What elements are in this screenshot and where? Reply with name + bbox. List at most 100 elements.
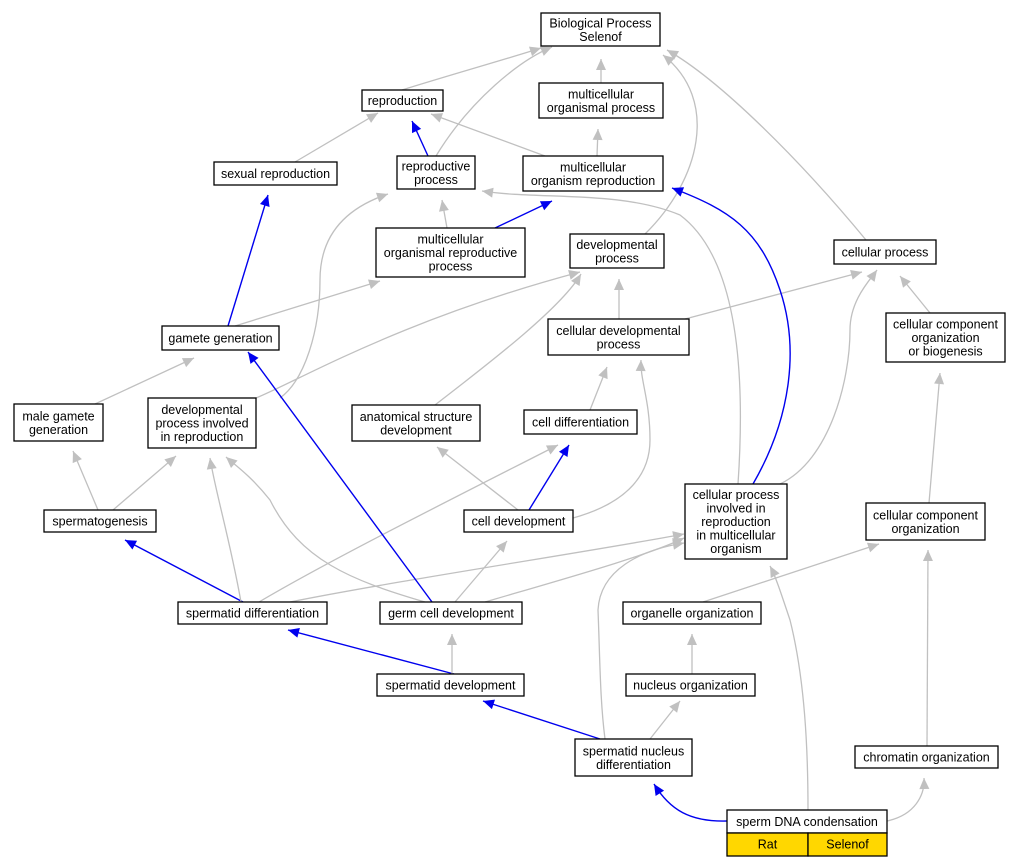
node-label-line: in multicellular [696,529,775,543]
node-sptdiff[interactable]: spermatid differentiation [177,601,328,625]
node-box [379,601,523,625]
arrowhead-sptnuc-to-sptdev [483,699,496,710]
edge-germdev-to-gamgen [247,351,433,603]
arrowhead-sptdev-to-sptdiff [288,627,300,638]
arrowhead-germdev-to-celldev [496,541,507,553]
arrowhead-cco-to-ccob [934,373,945,385]
node-label-line: process [595,251,639,265]
arrowhead-celldevp-to-devproc [614,279,624,290]
arrowhead-repproc-to-repro [412,121,422,134]
node-sexrep[interactable]: sexual reproduction [213,161,338,186]
arrowhead-sptdiff-to-celldiff [545,445,558,455]
arrowhead-morgrepp-to-morgrep [539,201,552,211]
arrowhead-morgrep-to-repro [431,113,444,123]
arrowhead-cellproc-to-bp [667,50,680,60]
arrowhead-sptdiff-to-devinrep [206,458,217,470]
node-label-line: cellular developmental [556,324,680,338]
node-label-line: cellular component [893,318,998,332]
edge-cpinrep-to-morgrep [671,187,791,485]
node-celldiff[interactable]: cell differentiation [523,409,638,435]
node-box [463,509,574,533]
node-label-line: in reproduction [161,430,244,444]
node-box [854,745,999,769]
node-label-line: spermatid development [386,679,516,693]
node-box [361,89,444,112]
node-box [538,82,664,119]
edge-celldev-to-celldiff [528,444,570,511]
node-cellproc[interactable]: cellular process [833,239,937,265]
arrowhead-germdev-to-gamgen [248,352,259,364]
node-nucorg[interactable]: nucleus organization [625,673,756,697]
node-chrom[interactable]: chromatin organization [854,745,999,769]
node-box [885,312,1006,363]
edge-cellproc-to-bp [666,49,867,241]
edge-cco-to-ccob [928,372,941,504]
node-label-line: sexual reproduction [221,167,330,181]
node-celldev[interactable]: cell development [463,509,574,533]
node-label-line: multicellular [568,87,634,101]
arrowhead-sptnuc-to-cpinrep [672,539,684,550]
arrowhead-gamgen-to-morgrepp [368,279,380,290]
edges-layer [72,46,945,822]
node-orgorg[interactable]: organelle organization [622,601,762,625]
arrowhead-celldev-to-celldevp [635,360,646,372]
node-germdev[interactable]: germ cell development [379,601,523,625]
edge-celldevp-to-cellproc [684,271,863,320]
node-label-line: anatomical structure [360,410,473,424]
edge-sptdiff-to-celldiff [258,444,559,603]
node-spermdna[interactable]: sperm DNA condensation [726,809,888,834]
node-label-line: male gamete [22,409,94,423]
node-label-line: nucleus organization [633,679,748,693]
edge-malegam-to-gamgen [94,357,195,405]
node-box [351,404,481,442]
arrowhead-celldev-to-anat [437,447,449,458]
node-label-line: cell differentiation [532,416,629,430]
node-label-line: organism [710,542,761,556]
edge-repro-to-bp [401,47,542,91]
arrowhead-anat-to-devproc [571,274,581,287]
edge-sptdiff-to-cpinrep [289,533,685,603]
edge-morgrep-to-repro [430,113,546,157]
arrowhead-repproc-to-bp [539,46,552,56]
arrowhead-mop-to-bp [596,59,606,70]
node-sptdev[interactable]: spermatid development [376,673,525,697]
node-label-line: process [414,173,458,187]
edge-chrom-to-cco [926,549,929,747]
node-label-line: organism reproduction [531,174,655,188]
legend-species-label: Rat [758,838,778,852]
edge-devinrep-to-repproc [279,193,389,399]
node-label-line: organismal process [547,101,655,115]
node-box [865,502,986,541]
arrowhead-celldiff-to-celldevp [598,367,608,380]
node-label-line: or biogenesis [908,345,982,359]
arrowhead-spermdna-to-sptnuc [654,784,665,796]
edge-celldev-to-anat [436,446,519,511]
arrowhead-spermgen-to-malegam [72,451,82,464]
arrowhead-cpinrep-to-morgrep [672,187,685,197]
edge-gamgen-to-sexrep [227,194,269,327]
node-box [161,325,280,351]
node-repro[interactable]: reproduction [361,89,444,112]
edge-devinrep-to-devproc [255,271,581,399]
node-label-line: spermatogenesis [52,515,147,529]
node-gamgen[interactable]: gamete generation [161,325,280,351]
node-spermgen[interactable]: spermatogenesis [43,509,157,533]
node-label-line: Selenof [579,30,622,44]
edge-anat-to-devproc [434,273,582,406]
arrowhead-chrom-to-cco [922,550,933,562]
